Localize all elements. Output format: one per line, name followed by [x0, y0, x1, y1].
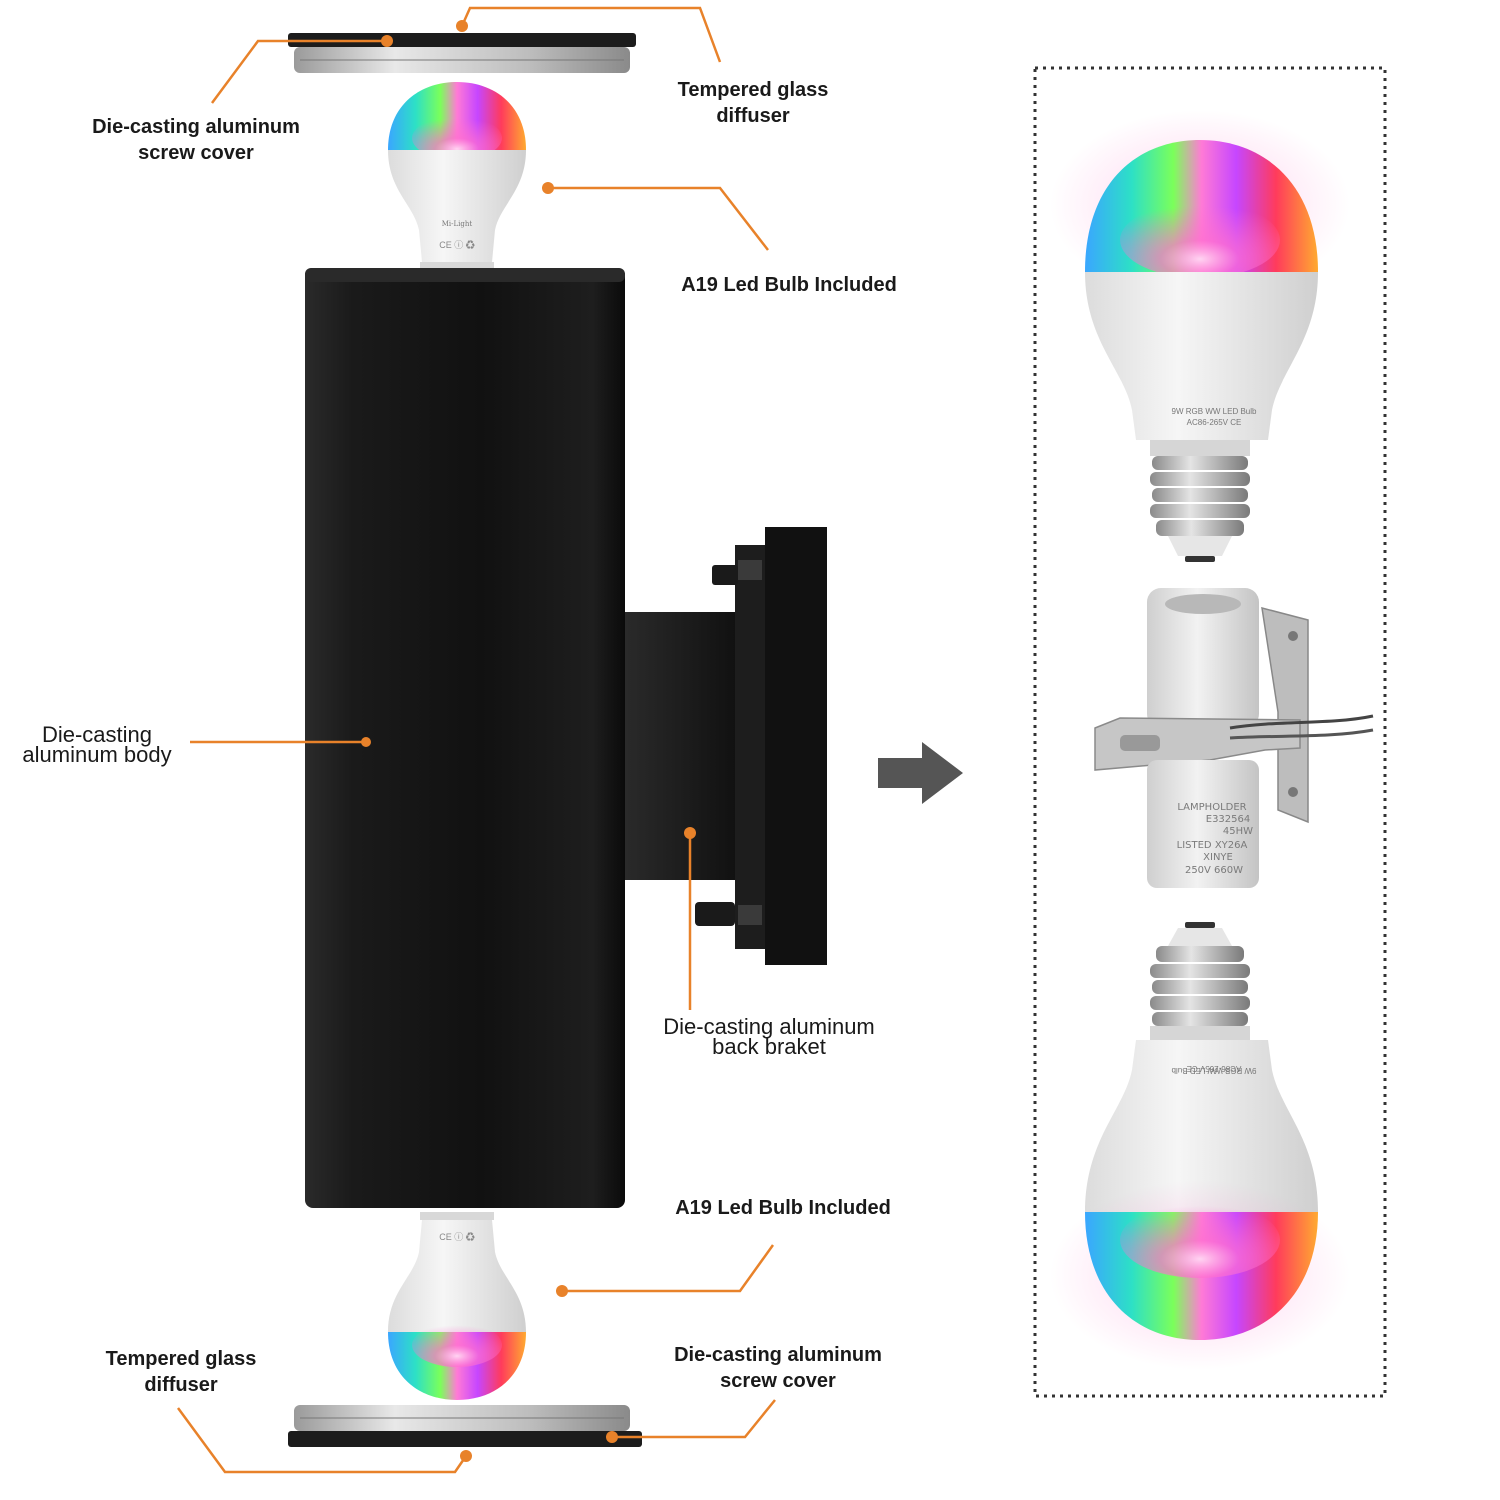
lampholder-text-1: LAMPHOLDER — [1177, 802, 1246, 813]
label-top-bulb: A19 Led Bulb Included — [681, 274, 897, 296]
label-top-diffuser: Tempered glass diffuser — [677, 79, 829, 127]
leader-bottom-screw-cover — [612, 1399, 776, 1439]
leader-bottom-bulb — [562, 1244, 775, 1293]
leader-lines — [176, 6, 776, 1474]
leader-top-bulb — [548, 186, 769, 251]
leader-top-screw-cover — [210, 39, 385, 104]
label-body: Die-casting aluminum body — [22, 722, 172, 767]
lampholder-text-2: E332564 — [1206, 814, 1251, 825]
label-bottom-diffuser: Tempered glass diffuser — [105, 1348, 257, 1396]
svg-text:CE ⓘ ♻: CE ⓘ ♻ — [439, 240, 475, 250]
lampholder-text-3: 45HW — [1223, 826, 1253, 837]
label-bottom-bulb: A19 Led Bulb Included — [675, 1197, 891, 1219]
detail-bulb-top: 9W RGB WW LED Bulb AC86-265V CE — [1050, 110, 1350, 562]
back-bracket — [625, 527, 827, 965]
detail-bulb-bottom: AC86-265V CE 9W RGB WW LED Bulb — [1050, 922, 1350, 1370]
lampholder-text-5: XINYE — [1203, 852, 1233, 863]
label-bracket: Die-casting aluminum back braket — [663, 1014, 875, 1059]
lampholder: LAMPHOLDER E332564 45HW LISTED XY26A XIN… — [1094, 588, 1374, 888]
label-bottom-screw-cover: Die-casting aluminum screw cover — [674, 1344, 882, 1392]
top-screw-cover — [288, 33, 636, 47]
bottom-screw-cover — [288, 1431, 642, 1447]
bottom-led-bulb: CE ⓘ ♻ — [388, 1212, 526, 1400]
lampholder-text-6: 250V 660W — [1185, 865, 1243, 876]
lampholder-text-4: LISTED XY26A — [1177, 840, 1248, 851]
detail-bottom-spec-1: 9W RGB WW LED Bulb — [1171, 1066, 1256, 1075]
top-glass-diffuser — [294, 47, 630, 73]
arrow-right-icon — [878, 742, 963, 804]
leader-dots — [361, 20, 696, 1462]
label-top-screw-cover: Die-casting aluminum screw cover — [92, 116, 300, 164]
svg-text:CE ⓘ ♻: CE ⓘ ♻ — [439, 1232, 475, 1242]
detail-top-spec-1: 9W RGB WW LED Bulb — [1172, 407, 1257, 416]
top-led-bulb: Mi-Light CE ⓘ ♻ — [388, 82, 526, 270]
bottom-glass-diffuser — [294, 1405, 630, 1431]
aluminum-body — [305, 268, 625, 1208]
top-bulb-brand: Mi-Light — [442, 220, 473, 228]
leader-bottom-diffuser — [176, 1407, 468, 1474]
leader-top-diffuser — [460, 6, 722, 63]
detail-bottom-spec-2: AC86-265V CE — [1187, 1064, 1242, 1073]
detail-top-spec-2: AC86-265V CE — [1187, 418, 1242, 427]
